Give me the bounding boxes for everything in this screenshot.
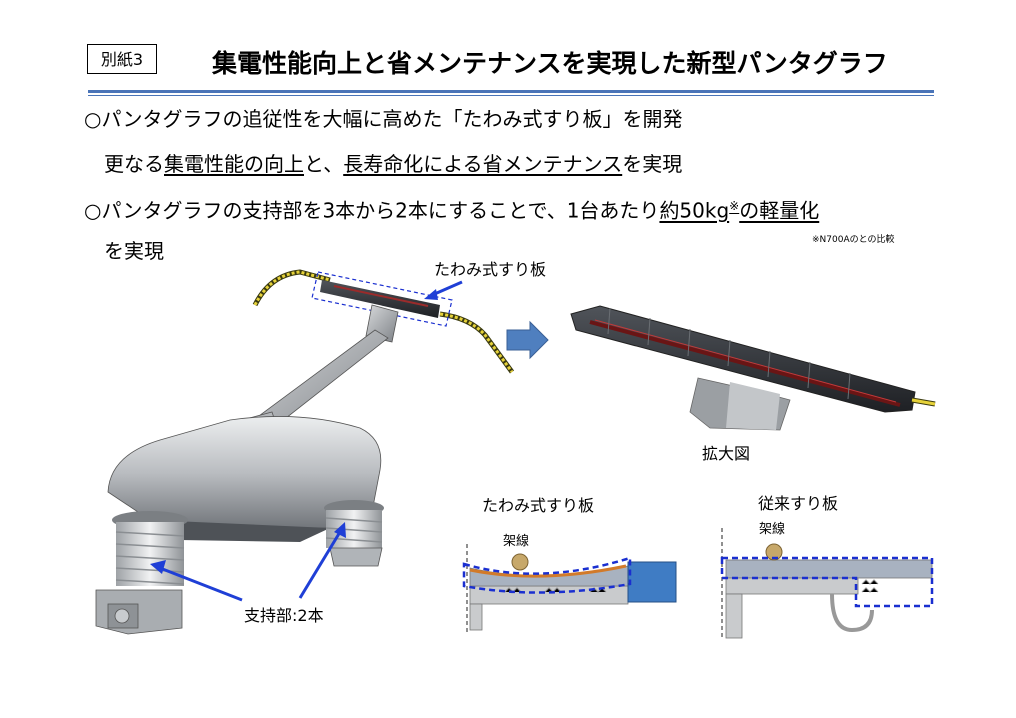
- bullet-marker: ○: [84, 107, 102, 131]
- footnote: ※N700Aのとの比較: [812, 235, 895, 245]
- label-enlarged-view: 拡大図: [702, 444, 751, 463]
- bullet-2: ○パンタグラフの支持部を3本から2本にすることで、1台あたり約50kg※の軽量化: [84, 193, 819, 224]
- text-segment: 更なる: [104, 152, 164, 176]
- label-flex-strip-diagram: たわみ式すり板: [482, 496, 595, 515]
- bullet-2-text: パンタグラフの支持部を3本から2本にすることで、1台あたり: [101, 198, 660, 223]
- bullet-2-continued: を実現: [104, 239, 164, 263]
- emphasis-maintenance: 長寿命化による省メンテナンス: [343, 152, 623, 176]
- footnote-mark: ※: [729, 199, 740, 213]
- title-rule: [88, 90, 934, 93]
- bullet-1: ○パンタグラフの追従性を大幅に高めた「たわみ式すり板」を開発: [84, 106, 682, 132]
- emphasis-weight: 約50kg: [659, 198, 730, 223]
- attachment-tag: 別紙3: [87, 44, 157, 74]
- label-overhead-wire: 架線: [503, 534, 530, 549]
- label-conventional-strip: 従来すり板: [758, 494, 839, 513]
- text-segment: を実現: [622, 152, 683, 176]
- title-rule-thin: [88, 95, 934, 96]
- bullet-1-detail: 更なる集電性能の向上と、長寿命化による省メンテナンスを実現: [104, 151, 682, 177]
- emphasis-collection-performance: 集電性能の向上: [164, 152, 304, 176]
- emphasis-lightweight: の軽量化: [739, 198, 820, 223]
- label-support: 支持部:2本: [244, 606, 324, 625]
- label-overhead-wire: 架線: [759, 522, 786, 537]
- page-title: 集電性能向上と省メンテナンスを実現した新型パンタグラフ: [212, 49, 888, 78]
- text-segment: と、: [304, 152, 344, 176]
- bullet-1-text: パンタグラフの追従性を大幅に高めた「たわみ式すり板」を開発: [101, 107, 683, 131]
- label-flex-strip: たわみ式すり板: [434, 260, 547, 279]
- bullet-marker: ○: [84, 198, 102, 223]
